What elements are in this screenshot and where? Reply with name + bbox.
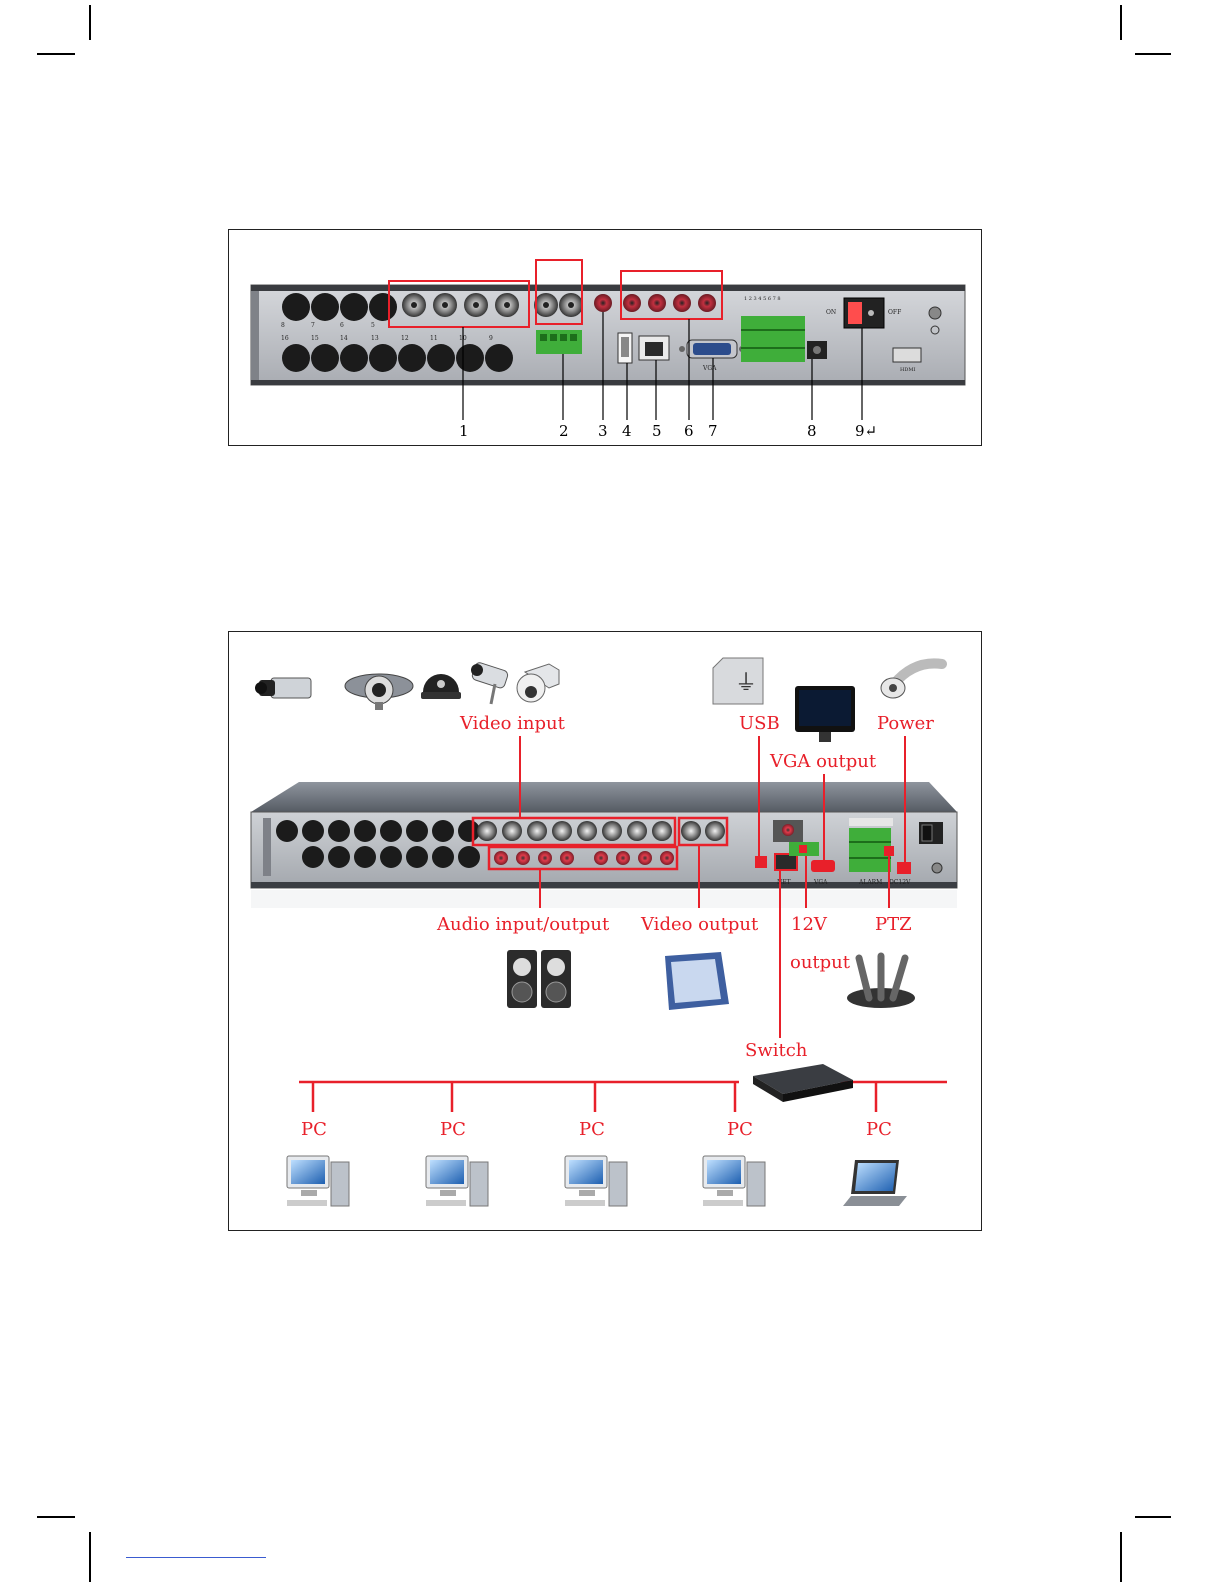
label-ptz: PTZ bbox=[875, 914, 912, 935]
panel-vga-label: VGA bbox=[813, 879, 828, 886]
callout-1: 1 bbox=[459, 422, 469, 440]
svg-text:⏚: ⏚ bbox=[735, 671, 757, 696]
dc12v-jack bbox=[897, 862, 911, 874]
usb-port-2 bbox=[755, 856, 767, 868]
camera-bullet-icon bbox=[471, 661, 509, 704]
callout-2: 2 bbox=[559, 422, 569, 440]
footnote-rule bbox=[126, 1557, 266, 1558]
connection-diagram-figure: ⏚ Video input USB Power VGA output bbox=[228, 631, 982, 1231]
hdmi-port bbox=[893, 348, 921, 362]
usb-drive-icon: ⏚ bbox=[713, 658, 763, 704]
callout-6: 6 bbox=[684, 422, 694, 440]
label-usb: USB bbox=[739, 713, 780, 734]
crop-mark-top-left-v bbox=[89, 5, 91, 40]
label-pc-2: PC bbox=[440, 1119, 466, 1140]
switch-on-label: ON bbox=[826, 309, 836, 316]
callout-7: 7 bbox=[708, 422, 718, 440]
callout-8: 8 bbox=[807, 422, 817, 440]
power-plug-icon bbox=[881, 663, 942, 698]
terminal-block-2 bbox=[536, 330, 582, 354]
panel-dc12v-label: DC12V bbox=[889, 879, 911, 886]
label-12v-output: output bbox=[790, 952, 851, 973]
vga-monitor-icon bbox=[795, 686, 855, 742]
channel-label-15: 15 bbox=[311, 335, 319, 342]
camera-box-icon bbox=[255, 678, 311, 698]
crop-mark-bottom-left-h bbox=[37, 1516, 75, 1518]
callout-5: 5 bbox=[652, 422, 662, 440]
channel-label-7: 7 bbox=[311, 322, 315, 329]
crop-mark-bottom-right-h bbox=[1135, 1516, 1171, 1518]
crop-mark-top-left-h bbox=[37, 53, 75, 55]
label-pc-5: PC bbox=[866, 1119, 892, 1140]
rear-panel-figure: 8 7 6 5 16 15 14 13 12 11 10 9 bbox=[228, 229, 982, 446]
crop-mark-top-right-h bbox=[1135, 53, 1171, 55]
callout-4: 4 bbox=[622, 422, 632, 440]
label-audio-io: Audio input/output bbox=[436, 914, 610, 935]
channel-label-13: 13 bbox=[371, 335, 379, 342]
desktop-pc-icon bbox=[565, 1156, 627, 1206]
power-switch bbox=[844, 298, 884, 328]
desktop-pc-icon bbox=[703, 1156, 765, 1206]
label-video-input: Video input bbox=[459, 713, 566, 734]
crop-mark-top-right-v bbox=[1120, 5, 1122, 40]
channel-label-8: 8 bbox=[281, 322, 285, 329]
crop-mark-bottom-left-v bbox=[89, 1532, 91, 1582]
label-pc-4: PC bbox=[727, 1119, 753, 1140]
channel-label-12: 12 bbox=[401, 335, 409, 342]
ground-screw-2 bbox=[932, 863, 942, 873]
channel-label-16: 16 bbox=[281, 335, 289, 342]
ground-screw bbox=[929, 307, 941, 319]
vga-port-2 bbox=[811, 860, 835, 872]
vga-label: VGA bbox=[702, 365, 717, 372]
label-vga-output: VGA output bbox=[769, 751, 877, 772]
ptz-controller-icon bbox=[847, 956, 915, 1008]
panel-alarm-label: ALARM bbox=[858, 879, 882, 886]
channel-label-9: 9 bbox=[489, 335, 493, 342]
camera-dome-icon bbox=[421, 674, 461, 699]
label-pc-3: PC bbox=[579, 1119, 605, 1140]
svg-text:1 2 3 4 5 6 7 8: 1 2 3 4 5 6 7 8 bbox=[744, 296, 781, 302]
channel-label-14: 14 bbox=[340, 335, 348, 342]
channel-label-6: 6 bbox=[340, 322, 344, 329]
camera-ir-icon bbox=[345, 674, 413, 710]
ptz-terminal bbox=[884, 846, 894, 856]
switch-off-label: OFF bbox=[888, 309, 901, 316]
camera-ptz-icon bbox=[517, 664, 559, 702]
rca-port-3 bbox=[594, 294, 612, 312]
video-monitor-icon bbox=[665, 952, 729, 1010]
speakers-icon bbox=[507, 950, 571, 1008]
callout-3: 3 bbox=[598, 422, 608, 440]
net-port bbox=[775, 854, 797, 870]
label-power: Power bbox=[877, 713, 934, 734]
desktop-pc-icon bbox=[287, 1156, 349, 1206]
label-12v: 12V bbox=[791, 914, 828, 935]
connection-diagram: ⏚ Video input USB Power VGA output bbox=[229, 632, 983, 1232]
callout-9: 9↵ bbox=[855, 422, 877, 440]
channel-label-11: 11 bbox=[430, 335, 438, 342]
network-switch-icon bbox=[753, 1064, 853, 1102]
rear-panel-diagram: 8 7 6 5 16 15 14 13 12 11 10 9 bbox=[229, 230, 983, 447]
channel-label-5: 5 bbox=[371, 322, 375, 329]
desktop-pc-icon bbox=[426, 1156, 488, 1206]
label-video-output: Video output bbox=[640, 914, 759, 935]
crop-mark-bottom-right-v bbox=[1120, 1532, 1122, 1582]
label-pc-1: PC bbox=[301, 1119, 327, 1140]
hdmi-label: HDMI bbox=[900, 367, 915, 373]
laptop-icon bbox=[843, 1160, 907, 1206]
label-switch: Switch bbox=[745, 1040, 808, 1061]
